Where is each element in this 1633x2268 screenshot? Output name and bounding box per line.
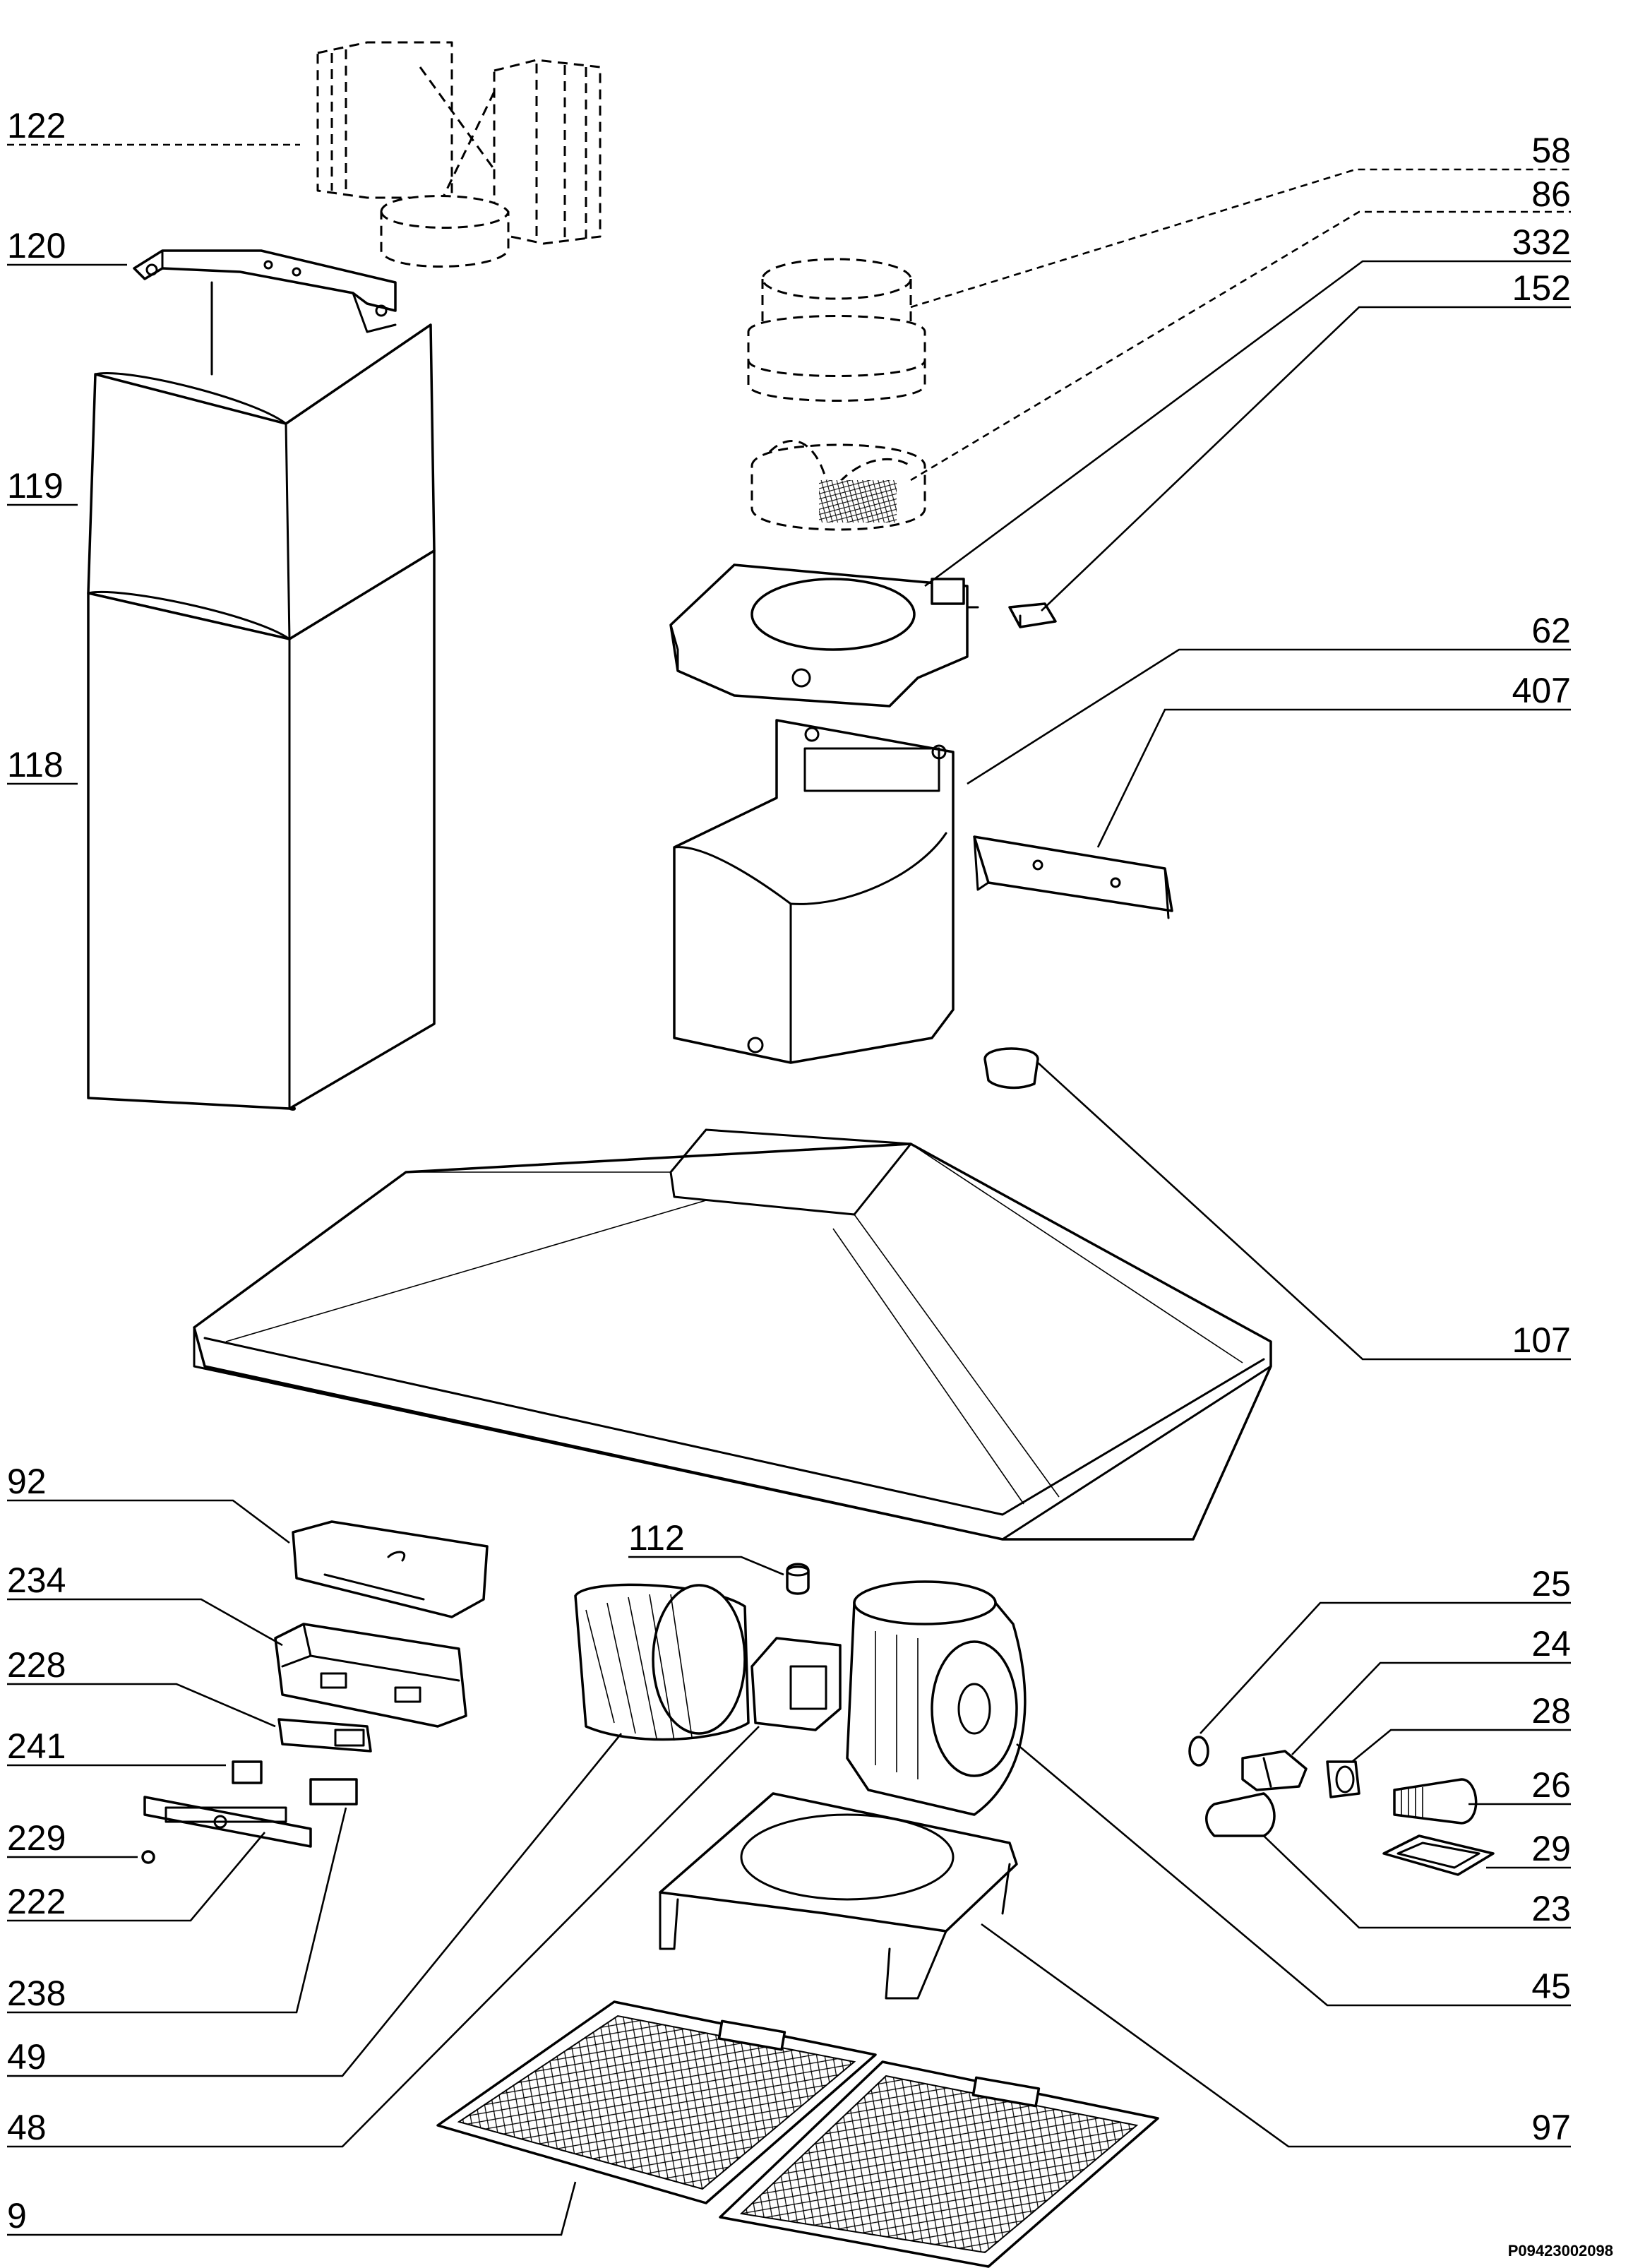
callout-23: 23: [1531, 1889, 1571, 1928]
part-86-flap-valve: [750, 440, 926, 531]
callout-29: 29: [1531, 1829, 1571, 1868]
part-48-motor: [750, 1637, 842, 1731]
callout-49: 49: [7, 2037, 47, 2077]
callout-152: 152: [1512, 268, 1571, 308]
callout-9: 9: [7, 2196, 27, 2236]
callout-62: 62: [1531, 611, 1571, 650]
part-241-switch: [232, 1760, 263, 1784]
part-229-knob: [141, 1850, 155, 1864]
callout-112: 112: [628, 1518, 685, 1558]
part-26-bulb: [1393, 1778, 1478, 1825]
callout-407: 407: [1512, 671, 1571, 710]
part-407-side-bracket: [973, 835, 1173, 919]
part-58-duct-ring: [747, 258, 926, 402]
callout-238: 238: [7, 1974, 66, 2013]
part-118-lower-chimney: [87, 549, 436, 1111]
part-120-mounting-bracket: [133, 249, 397, 333]
callout-labels: 122 120 119 118 58 86 332 152 62 407 107…: [7, 106, 1571, 2236]
callout-332: 332: [1512, 222, 1571, 262]
part-25-ring: [1188, 1736, 1209, 1767]
callout-122: 122: [7, 106, 66, 145]
part-92-bracket: [292, 1520, 489, 1618]
callout-222: 222: [7, 1882, 66, 1921]
part-29-lamp-cover: [1382, 1834, 1495, 1876]
part-9-grease-filters: [436, 2000, 1159, 2268]
callout-107: 107: [1512, 1320, 1571, 1360]
callout-229: 229: [7, 1818, 66, 1858]
part-234-control-housing: [274, 1623, 467, 1728]
part-28-socket: [1326, 1760, 1360, 1798]
callout-26: 26: [1531, 1765, 1571, 1805]
callout-28: 28: [1531, 1691, 1571, 1731]
callout-86: 86: [1531, 174, 1571, 214]
callout-92: 92: [7, 1462, 47, 1501]
callout-24: 24: [1531, 1624, 1571, 1664]
callout-119: 119: [7, 466, 64, 506]
part-228-switch-board: [277, 1718, 372, 1753]
part-112-capacitor: [786, 1563, 810, 1595]
callout-118: 118: [7, 745, 64, 784]
drawing-code: P09423002098: [1508, 2242, 1613, 2260]
callout-25: 25: [1531, 1564, 1571, 1604]
part-238-switch: [309, 1778, 358, 1806]
callout-58: 58: [1531, 131, 1571, 170]
part-222-control-panel: [143, 1796, 312, 1848]
callout-120: 120: [7, 226, 66, 265]
part-45-blower-housing: [846, 1580, 1027, 1816]
callout-234: 234: [7, 1560, 66, 1600]
hood-canopy: [193, 1128, 1272, 1541]
part-23-lamp-tube: [1205, 1792, 1276, 1837]
part-332-top-plate: [669, 563, 979, 708]
callout-228: 228: [7, 1645, 66, 1685]
part-107-clip: [983, 1047, 1039, 1090]
leader-lines: [7, 143, 1571, 2236]
callout-45: 45: [1531, 1966, 1571, 2006]
callout-97: 97: [1531, 2108, 1571, 2147]
callout-241: 241: [7, 1726, 66, 1766]
part-24-lamp-holder: [1241, 1750, 1308, 1791]
part-122-duct-adapter: [316, 41, 602, 268]
callout-48: 48: [7, 2108, 47, 2147]
part-97-filter-frame: [659, 1792, 1018, 2000]
part-49-impeller: [574, 1583, 750, 1741]
part-62-motor-housing: [673, 719, 955, 1064]
part-152-connector: [1008, 602, 1057, 628]
